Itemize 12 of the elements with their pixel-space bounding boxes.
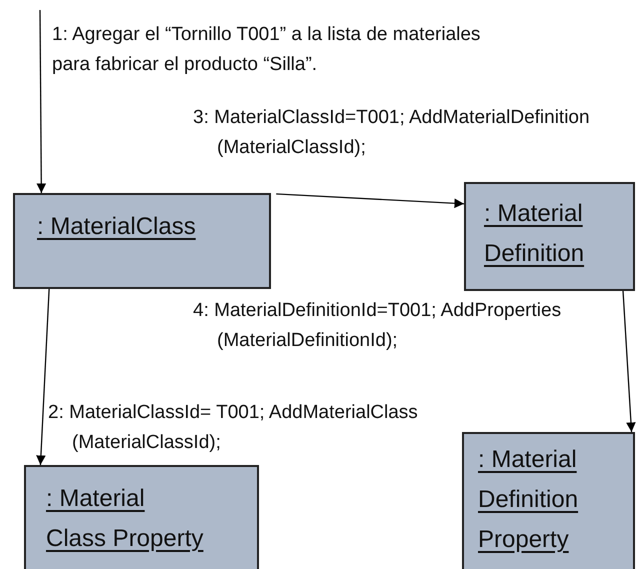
object-name: : Material Class Property [46,484,204,554]
arrow [36,288,50,466]
object-box [24,465,259,569]
arrow [36,10,46,193]
object-name: : MaterialClass [37,212,197,242]
object-box [13,193,271,289]
object-name: : Material Definition [484,199,586,269]
object-name: : Material Definition Property [478,445,580,555]
object-box [462,432,635,569]
object-box [464,182,635,291]
arrow [622,290,636,432]
arrow [276,193,464,208]
